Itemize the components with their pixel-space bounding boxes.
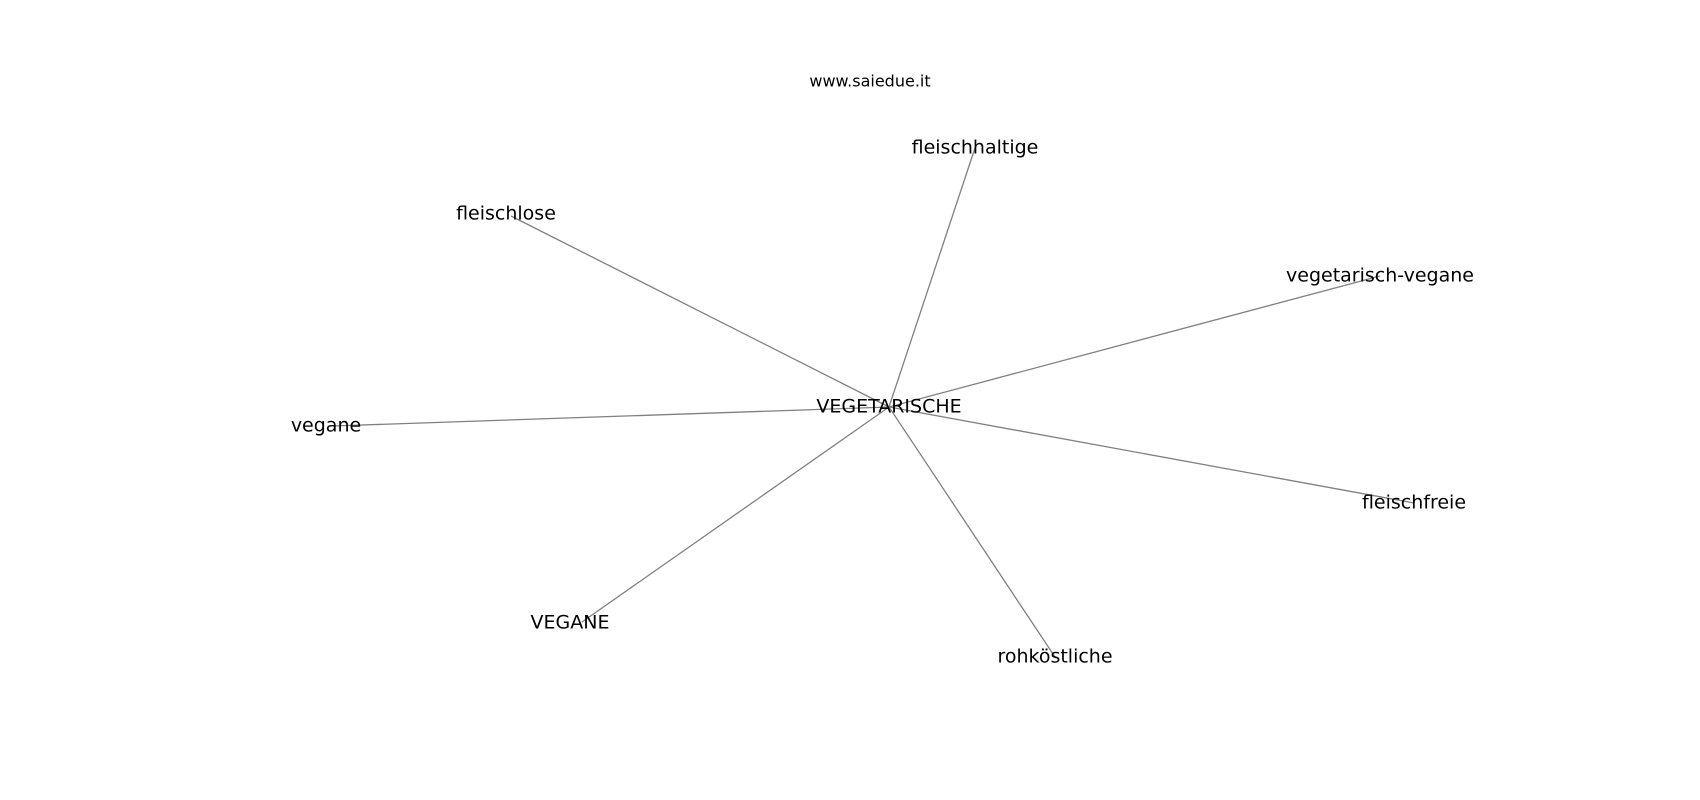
edge-fleischfreie <box>888 406 1415 504</box>
graph-node-labels: VEGETARISCHE fleischhaltige fleischlose … <box>291 137 1474 668</box>
graph-edges <box>332 147 1415 658</box>
edge-vegetarisch-vegane <box>888 275 1381 408</box>
node-label-vegane: vegane <box>291 415 361 437</box>
edge-fleischlose <box>510 215 890 408</box>
node-center-label: VEGETARISCHE <box>816 396 961 418</box>
node-label-fleischfreie: fleischfreie <box>1362 492 1466 514</box>
node-label-fleischlose: fleischlose <box>456 203 556 225</box>
edge-VEGANE <box>581 406 890 623</box>
edge-rohkostliche <box>888 406 1056 658</box>
node-label-vegetarisch-vegane: vegetarisch-vegane <box>1286 265 1474 287</box>
node-label-fleischhaltige: fleischhaltige <box>912 137 1039 159</box>
edge-fleischhaltige <box>888 147 976 408</box>
watermark-text: www.saiedue.it <box>809 72 930 91</box>
edge-vegane <box>332 406 890 427</box>
node-label-VEGANE: VEGANE <box>531 612 610 634</box>
node-label-rohkostliche: rohköstliche <box>997 646 1112 668</box>
